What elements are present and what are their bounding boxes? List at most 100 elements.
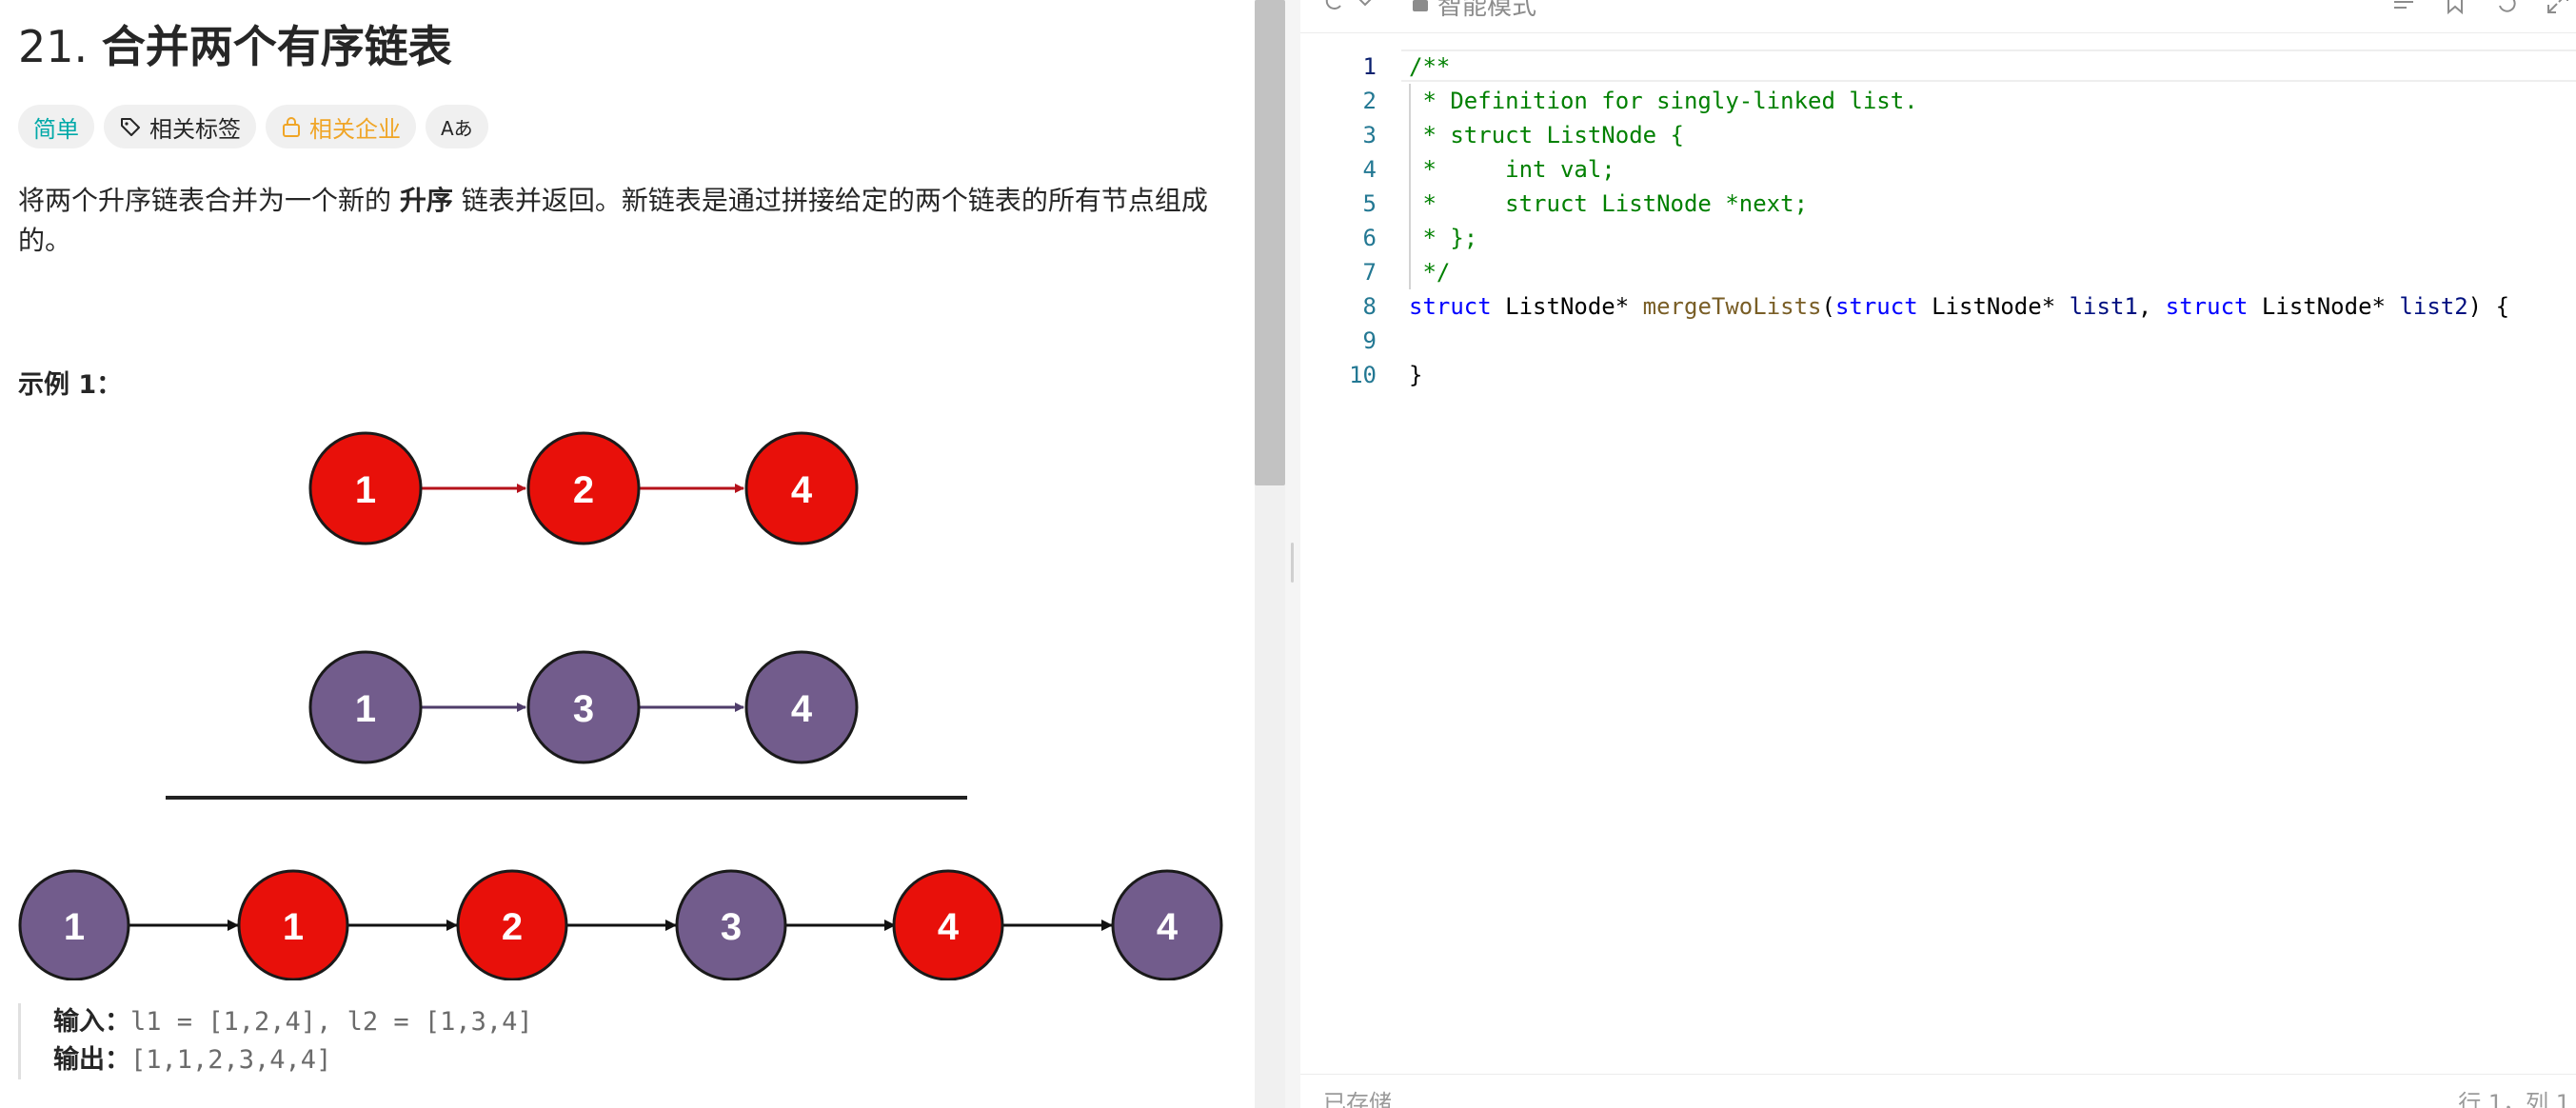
merged-node: 4 bbox=[892, 869, 1004, 980]
line-number: 9 bbox=[1362, 327, 1377, 354]
merged-node: 2 bbox=[456, 869, 568, 980]
node-value: 4 bbox=[938, 906, 960, 948]
node-value: 4 bbox=[1157, 906, 1179, 948]
node-value: 1 bbox=[64, 906, 85, 948]
code-token: struct bbox=[2165, 293, 2249, 320]
list1-node: 1 bbox=[308, 431, 423, 545]
code-line[interactable]: 1/** bbox=[1300, 49, 2576, 84]
problem-description-panel: 21. 合并两个有序链表 简单 相关标签 相关企业 Aあ 将两个升序链表合并为一… bbox=[0, 0, 1255, 1108]
merged-node: 1 bbox=[237, 869, 349, 980]
example-title: 示例 1： bbox=[18, 370, 123, 400]
code-area[interactable]: 1/**2 * Definition for singly-linked lis… bbox=[1300, 49, 2576, 392]
cursor-position: 行 1，列 1 bbox=[2458, 1090, 2570, 1108]
line-number: 7 bbox=[1362, 259, 1377, 286]
related-tags-label: 相关标签 bbox=[149, 115, 241, 143]
code-line[interactable]: 10} bbox=[1300, 358, 2576, 392]
code-token: * int val; bbox=[1409, 156, 1615, 183]
reset-icon[interactable] bbox=[1323, 0, 1346, 19]
translate-button[interactable]: Aあ bbox=[426, 105, 488, 148]
indent-guide bbox=[1409, 84, 1411, 289]
undo-icon[interactable] bbox=[2494, 0, 2519, 19]
code-line[interactable]: 2 * Definition for singly-linked list. bbox=[1300, 84, 2576, 118]
toolbar-left: 智能模式 bbox=[1323, 0, 1536, 22]
output-value: [1,1,2,3,4,4] bbox=[130, 1045, 332, 1075]
current-line-highlight bbox=[1401, 49, 2576, 82]
list1-node: 2 bbox=[526, 431, 641, 545]
problem-number: 21. bbox=[18, 21, 89, 72]
code-line[interactable]: 3 * struct ListNode { bbox=[1300, 118, 2576, 152]
panel-splitter[interactable] bbox=[1285, 0, 1300, 1108]
code-token: } bbox=[1409, 362, 1423, 388]
problem-name: 合并两个有序链表 bbox=[101, 21, 452, 72]
line-code: /** bbox=[1409, 49, 1450, 84]
code-token: ListNode* bbox=[1917, 293, 2070, 320]
code-line[interactable]: 4 * int val; bbox=[1300, 152, 2576, 187]
chevron-down-icon[interactable] bbox=[1354, 0, 1377, 19]
code-line[interactable]: 5 * struct ListNode *next; bbox=[1300, 187, 2576, 221]
code-token: * Definition for singly-linked list. bbox=[1409, 88, 1918, 114]
code-token: mergeTwoLists bbox=[1642, 293, 1822, 320]
code-token: * struct ListNode *next; bbox=[1409, 190, 1809, 217]
code-token: , bbox=[2137, 293, 2166, 320]
line-number: 5 bbox=[1362, 190, 1377, 217]
node-value: 1 bbox=[283, 906, 304, 948]
code-token: list2 bbox=[2399, 293, 2468, 320]
splitter-grip[interactable] bbox=[1291, 543, 1294, 583]
smart-mode-label[interactable]: 智能模式 bbox=[1437, 0, 1537, 21]
line-code: * int val; bbox=[1409, 152, 1615, 187]
merged-node: 1 bbox=[18, 869, 130, 980]
related-companies-label: 相关企业 bbox=[309, 115, 401, 143]
node-value: 3 bbox=[721, 906, 742, 948]
merged-node: 3 bbox=[675, 869, 787, 980]
list2-node: 3 bbox=[526, 650, 641, 764]
difficulty-label: 简单 bbox=[33, 115, 79, 143]
code-line[interactable]: 9 bbox=[1300, 324, 2576, 358]
related-companies-button[interactable]: 相关企业 bbox=[266, 105, 416, 148]
saved-status: 已存储 bbox=[1323, 1090, 1392, 1108]
list2-node: 1 bbox=[308, 650, 423, 764]
linked-list-diagram: 1 2 4 1 3 4 1 1 2 3 4 4 bbox=[18, 431, 1223, 980]
code-token: /** bbox=[1409, 53, 1451, 80]
code-token: * }; bbox=[1409, 225, 1478, 251]
line-code: */ bbox=[1409, 255, 1450, 289]
description-bold: 升序 bbox=[399, 185, 453, 216]
editor-toolbar: 智能模式 bbox=[1300, 0, 2576, 33]
list2-node: 4 bbox=[744, 650, 859, 764]
bookmark-icon[interactable] bbox=[2443, 0, 2467, 19]
node-value: 3 bbox=[573, 688, 594, 730]
code-line[interactable]: 6 * }; bbox=[1300, 221, 2576, 255]
format-icon[interactable] bbox=[2391, 0, 2416, 19]
code-token: */ bbox=[1409, 259, 1451, 286]
example-io: 输入：l1 = [1,2,4], l2 = [1,3,4] 输出：[1,1,2,… bbox=[18, 1003, 533, 1079]
line-number: 4 bbox=[1362, 156, 1377, 183]
node-value: 4 bbox=[791, 469, 813, 511]
scrollbar-thumb[interactable] bbox=[1255, 0, 1285, 485]
expand-icon[interactable] bbox=[2546, 0, 2570, 19]
line-code: } bbox=[1409, 358, 1422, 392]
line-number: 6 bbox=[1362, 225, 1377, 251]
input-label: 输入： bbox=[53, 1007, 130, 1037]
line-code: * struct ListNode { bbox=[1409, 118, 1684, 152]
code-token: ) { bbox=[2467, 293, 2510, 320]
line-code: struct ListNode* mergeTwoLists(struct Li… bbox=[1409, 289, 2509, 324]
code-token: list1 bbox=[2069, 293, 2138, 320]
node-value: 2 bbox=[573, 469, 594, 511]
input-value: l1 = [1,2,4], l2 = [1,3,4] bbox=[130, 1007, 533, 1037]
line-code: * Definition for singly-linked list. bbox=[1409, 84, 1918, 118]
node-value: 4 bbox=[791, 688, 813, 730]
line-number: 2 bbox=[1362, 88, 1377, 114]
description-scrollbar[interactable] bbox=[1255, 0, 1285, 1108]
code-token: struct bbox=[1834, 293, 1918, 320]
related-tags-button[interactable]: 相关标签 bbox=[104, 105, 256, 148]
code-editor-panel: 智能模式 1/**2 * Definition for singly-linke… bbox=[1300, 0, 2576, 1108]
difficulty-badge: 简单 bbox=[18, 105, 94, 148]
line-code: * struct ListNode *next; bbox=[1409, 187, 1808, 221]
node-value: 1 bbox=[355, 469, 376, 511]
code-token: ListNode* bbox=[1491, 293, 1643, 320]
example-input: 输入：l1 = [1,2,4], l2 = [1,3,4] bbox=[53, 1003, 533, 1041]
line-number: 10 bbox=[1349, 362, 1377, 388]
code-line[interactable]: 7 */ bbox=[1300, 255, 2576, 289]
lock-icon bbox=[1411, 0, 1430, 19]
problem-tags: 简单 相关标签 相关企业 Aあ bbox=[18, 105, 488, 148]
